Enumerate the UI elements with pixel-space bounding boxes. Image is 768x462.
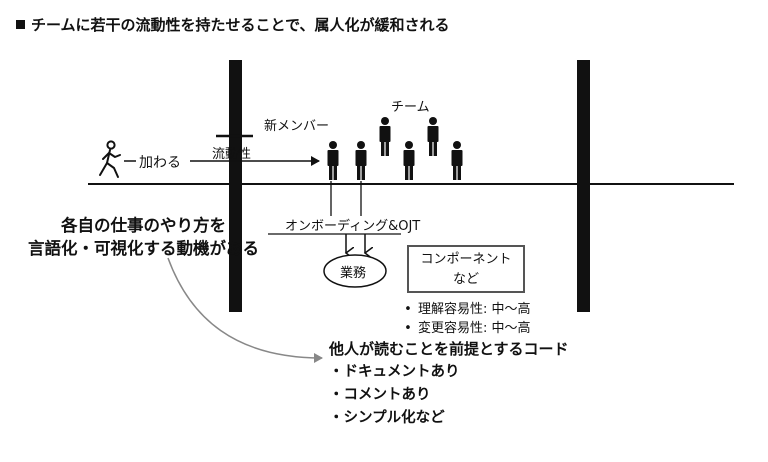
property-understandability: 理解容易性: 中〜高 [398, 300, 531, 319]
walking-person-icon [99, 140, 121, 178]
person-icon [355, 141, 367, 180]
work-ellipse [323, 254, 387, 288]
left-wall [229, 60, 242, 312]
code-item-simplify: ・シンプル化など [329, 410, 445, 426]
motivation-arrow [167, 257, 323, 363]
properties-list: 理解容易性: 中〜高 変更容易性: 中〜高 [398, 300, 531, 338]
component-line2: など [452, 272, 479, 287]
work-label: 業務 [340, 266, 367, 281]
person-icon [379, 117, 391, 156]
verbalize-line2: 言語化・可視化する動機がある [28, 239, 259, 258]
person-icon [427, 117, 439, 156]
team-label: チーム [391, 100, 430, 115]
verbalize-line1: 各自の仕事のやり方を [61, 216, 226, 235]
page-title: チームに若干の流動性を持たせることで、属人化が緩和される [16, 14, 450, 35]
new-member-person-icon [327, 141, 339, 180]
right-wall [577, 60, 590, 312]
code-heading: 他人が読むことを前提とするコード [329, 340, 569, 358]
title-bullet [16, 20, 25, 29]
mobility-label: 流動性 [212, 147, 252, 162]
title-text: チームに若干の流動性を持たせることで、属人化が緩和される [31, 16, 450, 34]
verbalize-text: 各自の仕事のやり方を 言語化・可視化する動機がある [28, 214, 259, 260]
component-line1: コンポーネント [420, 252, 512, 267]
team-people [327, 117, 463, 180]
property-changeability: 変更容易性: 中〜高 [398, 319, 531, 338]
code-item-comments: ・コメントあり [329, 387, 431, 403]
person-icon [451, 141, 463, 180]
join-label: 加わる [139, 155, 181, 171]
person-icon [403, 141, 415, 180]
onboarding-label: オンボーディング&OJT [285, 219, 421, 234]
code-item-docs: ・ドキュメントあり [329, 364, 460, 380]
component-box: コンポーネント など [407, 245, 525, 293]
code-list: 他人が読むことを前提とするコード ・ドキュメントあり ・コメントあり ・シンプル… [329, 338, 569, 430]
new-member-label: 新メンバー [264, 119, 330, 134]
